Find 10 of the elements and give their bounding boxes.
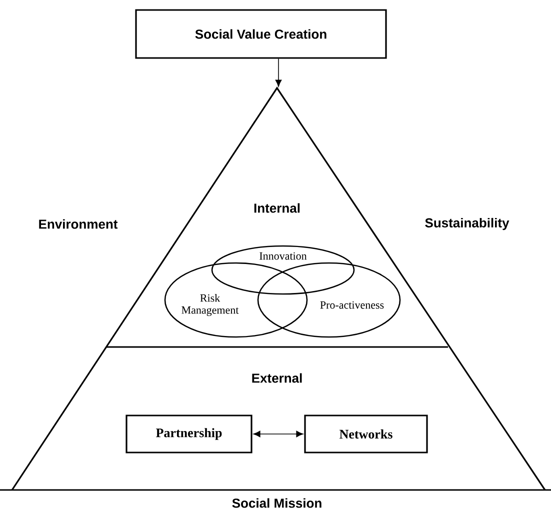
arrow bbox=[253, 430, 304, 438]
section-heading: External bbox=[252, 373, 302, 383]
title-box: Social Value Creation bbox=[135, 9, 387, 59]
base-label: Social Mission bbox=[232, 498, 322, 508]
arrow bbox=[275, 58, 282, 87]
section-heading: Internal bbox=[254, 203, 300, 213]
concept-box: Partnership bbox=[126, 414, 252, 454]
side-label: Sustainability bbox=[425, 218, 510, 230]
concept-box: Networks bbox=[304, 414, 428, 454]
side-label: Environment bbox=[39, 219, 118, 229]
